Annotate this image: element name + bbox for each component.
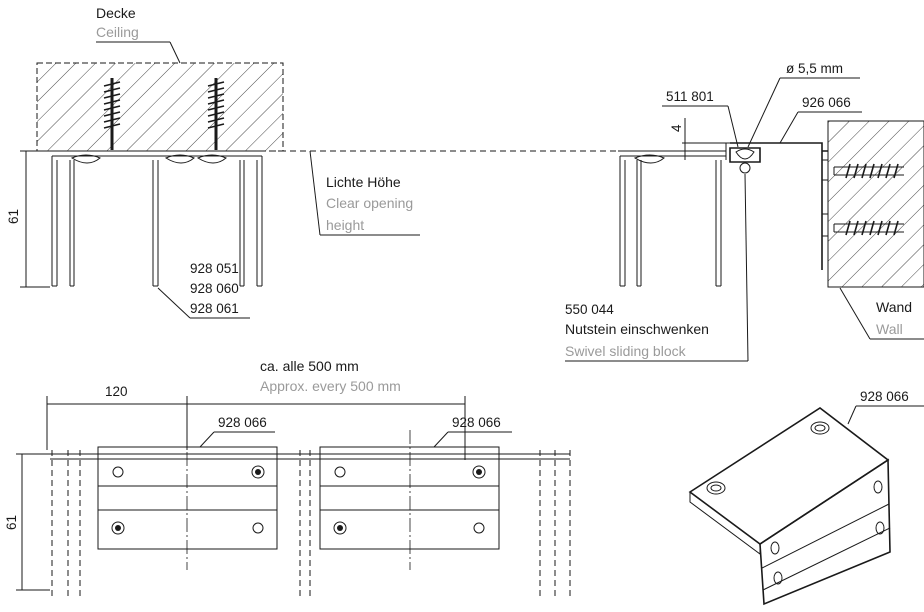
bracket-1-label: 928 066 <box>218 415 267 430</box>
clear-opening-label-en-2: height <box>326 217 364 233</box>
profile-number-1: 928 051 <box>190 261 239 276</box>
ceiling-label-de: Decke <box>96 5 136 21</box>
bracket-elevation-1 <box>97 446 278 550</box>
ceiling-screw-2 <box>207 78 225 150</box>
wall-screw-1 <box>833 163 904 179</box>
height-dim-label: 61 <box>6 209 21 224</box>
iso-bracket-label: 928 066 <box>860 389 909 404</box>
ceiling-screw-1 <box>103 78 121 150</box>
offset-120-label: 120 <box>105 384 128 399</box>
profile-rail-right <box>619 142 760 287</box>
sliding-block-label-en: Swivel sliding block <box>565 343 687 359</box>
sliding-block-label-de: Nutstein einschwenken <box>565 321 709 337</box>
sliding-block <box>729 147 761 163</box>
spacing-label-en: Approx. every 500 mm <box>260 378 401 394</box>
clear-opening-label-de: Lichte Höhe <box>326 174 401 190</box>
profile-number-3: 928 061 <box>190 301 239 316</box>
wall-label-en: Wall <box>876 321 903 337</box>
bracket-elevation-2 <box>319 446 500 550</box>
ceiling-label-en: Ceiling <box>96 24 139 40</box>
iso-side-face <box>759 458 891 606</box>
wall-block <box>827 120 924 288</box>
profile-rail-left <box>51 150 263 287</box>
ceiling-block <box>36 62 284 152</box>
bracket-isometric-view: 928 066 <box>688 389 924 606</box>
screw-diameter-label: ø 5,5 mm <box>786 61 843 76</box>
bracket-2-label: 928 066 <box>452 415 501 430</box>
part-926066-label: 926 066 <box>802 95 851 110</box>
profile-number-2: 928 060 <box>190 281 239 296</box>
clear-opening-label-en-1: Clear opening <box>326 195 413 211</box>
elevation-height-label: 61 <box>4 515 19 530</box>
wall-mount-view: ø 5,5 mm 511 801 926 066 4 550 044 Nutst… <box>565 61 924 362</box>
wall-label-de: Wand <box>876 299 912 315</box>
part-511801-label: 511 801 <box>666 89 714 104</box>
wall-screw-2 <box>833 220 904 236</box>
wall-bracket <box>730 142 828 270</box>
offset-dim-label: 4 <box>669 124 684 132</box>
spacing-label-de: ca. alle 500 mm <box>260 358 359 374</box>
elevation-view: ca. alle 500 mm Approx. every 500 mm 120 <box>4 358 571 596</box>
part-550044-label: 550 044 <box>565 302 614 317</box>
ceiling-mount-view: 61 Decke Ceiling Lichte Höhe Clear openi… <box>6 5 620 319</box>
